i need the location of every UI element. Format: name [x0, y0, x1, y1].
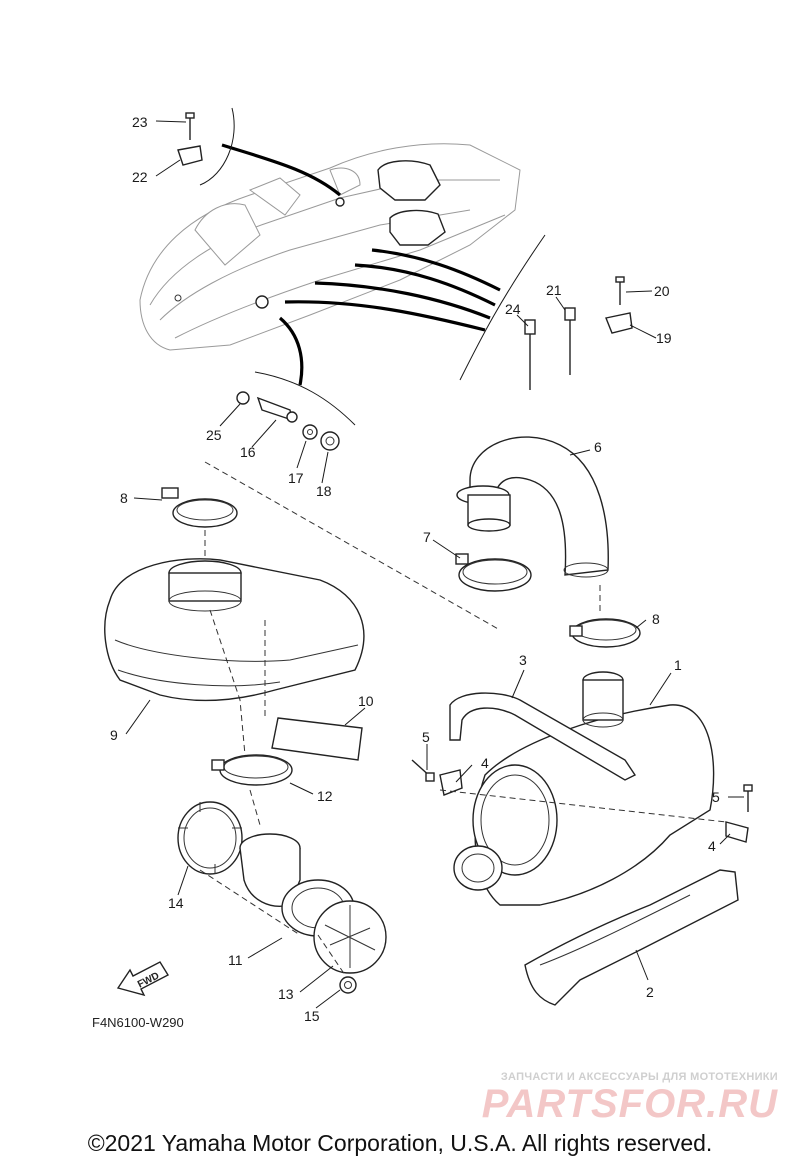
pad-part-10: [271, 717, 363, 761]
ring-part-14: [177, 801, 243, 875]
callout-9: 9: [110, 727, 118, 743]
nut-part-15: [339, 976, 357, 994]
exhaust-pipe-part-6: [456, 436, 609, 578]
callout-4-right: 4: [708, 838, 716, 854]
watercraft-illustration: [139, 143, 521, 351]
drawing-code: F4N6100-W290: [92, 1015, 184, 1030]
hose-clamp-part-8-right: [569, 618, 641, 648]
callout-19: 19: [656, 330, 672, 346]
hose-clamp-part-12: [211, 754, 293, 786]
callout-25: 25: [206, 427, 222, 443]
connection-hoses: [221, 143, 501, 386]
callout-23: 23: [132, 114, 148, 130]
hose-clamp-part-8-left: [161, 487, 238, 528]
callout-5-right: 5: [712, 789, 720, 805]
callout-14: 14: [168, 895, 184, 911]
callout-24: 24: [505, 301, 521, 317]
bolt-part-5-right: [743, 784, 753, 812]
callout-10: 10: [358, 693, 374, 709]
callout-17: 17: [288, 470, 304, 486]
bracket-part-4-right: [725, 821, 749, 843]
fitting-part-16: [256, 396, 298, 423]
clip-part-25: [236, 391, 250, 405]
bolt-part-5-left: [411, 759, 435, 782]
callout-18: 18: [316, 483, 332, 499]
cap-part-22: [177, 145, 203, 166]
callout-5-left: 5: [422, 729, 430, 745]
callout-20: 20: [654, 283, 670, 299]
leader-lines: [125, 120, 744, 1009]
cover-part-2: [524, 869, 739, 1006]
inset-brackets: [199, 107, 546, 426]
callout-11: 11: [228, 952, 243, 968]
screw-part-20: [615, 276, 625, 305]
callout-4-left: 4: [481, 755, 489, 771]
callout-16: 16: [240, 444, 256, 460]
bracket-part-4-left: [439, 769, 463, 796]
callout-numbers: 1 2 3 4 4 5 5 6 7 8 8 9 10 11 12 13 14 1…: [110, 114, 720, 1024]
elbow-duct-part-11: [239, 833, 355, 937]
callout-1: 1: [674, 657, 682, 673]
cable-tie-part-24: [524, 319, 536, 390]
cable-tie-part-21: [564, 307, 576, 375]
callout-15: 15: [304, 1008, 320, 1024]
callout-8-right: 8: [652, 611, 660, 627]
forward-arrow-icon: FWD: [116, 961, 169, 997]
callout-12: 12: [317, 788, 333, 804]
callout-22: 22: [132, 169, 148, 185]
strap-part-3: [449, 692, 637, 781]
washer-part-17: [302, 424, 318, 440]
screw-part-23: [185, 112, 195, 140]
callout-13: 13: [278, 986, 294, 1002]
callout-8-left: 8: [120, 490, 128, 506]
callout-3: 3: [519, 652, 527, 668]
muffler-part-1: [453, 671, 715, 906]
hose-clamp-part-7: [455, 553, 532, 592]
nut-part-18: [320, 431, 340, 451]
plate-part-13: [313, 900, 387, 974]
copyright-notice: ©2021 Yamaha Motor Corporation, U.S.A. A…: [87, 1130, 713, 1156]
water-lock-tank-part-9: [104, 558, 365, 702]
callout-6: 6: [594, 439, 602, 455]
callout-7: 7: [423, 529, 431, 545]
callout-2: 2: [646, 984, 654, 1000]
watermark-brand: PARTSFOR.RU: [481, 1082, 778, 1126]
watermark-tagline: ЗАПЧАСТИ И АКСЕССУАРЫ ДЛЯ МОТОТЕХНИКИ: [500, 1071, 778, 1083]
assembly-guide-lines: [199, 461, 727, 976]
cap-part-19: [605, 312, 633, 334]
callout-21: 21: [546, 282, 562, 298]
